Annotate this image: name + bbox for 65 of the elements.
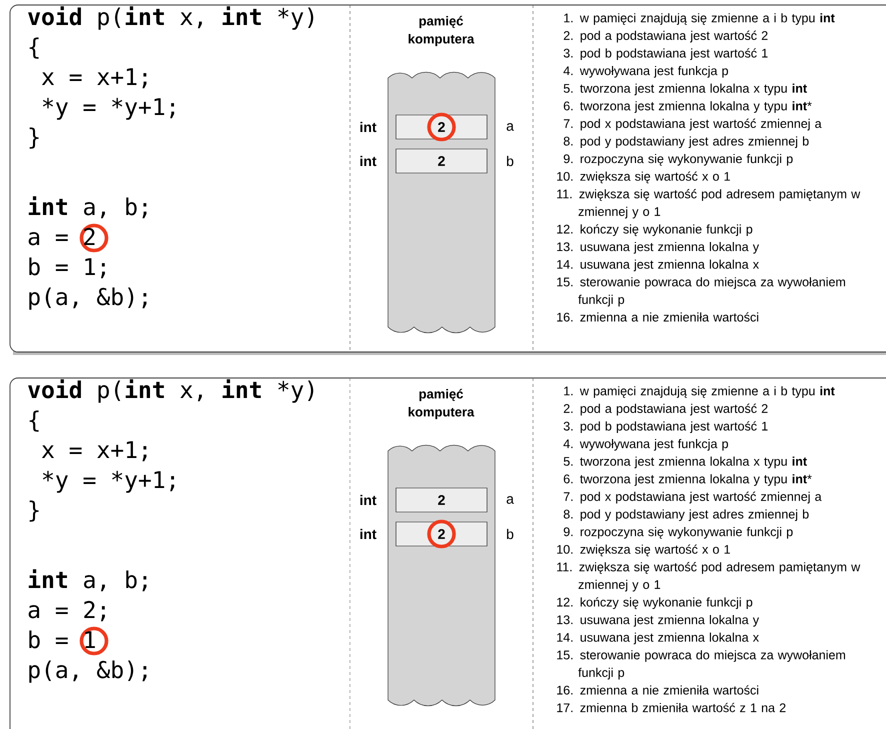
step-item: 6. tworzona jest zmienna lokalna y typu int* [564, 101, 812, 113]
code-line: int a, b; [28, 569, 146, 592]
step-item: 4. wywoływana jest funkcja p [564, 439, 728, 451]
step-item: 1. w pamięci znajdują się zmienne a i b typu int [564, 13, 835, 25]
step-item: 2. pod a podstawiana jest wartość 2 [564, 404, 768, 416]
step-item: 13. usuwana jest zmienna lokalna y [557, 242, 760, 254]
step-item: 7. pod x podstawiana jest wartość zmiennej a [564, 492, 822, 504]
step-item: 5. tworzona jest zmienna lokalna x typu int [564, 84, 807, 96]
step-item: 2. pod a podstawiana jest wartość 2 [564, 30, 768, 42]
memory-cell: 2 [396, 114, 488, 140]
step-item: 10. zwiększa się wartość x o 1 [557, 544, 730, 556]
code-line: *y = *y+1; [42, 470, 174, 493]
variable-name: a [506, 496, 514, 504]
step-item: 14. usuwana jest zmienna lokalna x [557, 260, 759, 272]
memory-cell: 2 [396, 488, 488, 512]
code-line: p(a, &b); [29, 288, 146, 310]
memory-cell: 2 [396, 522, 488, 546]
code-line: b = 1 [29, 630, 95, 648]
step-item: 17. zmienna b zmieniła wartość z 1 na 2 [557, 702, 786, 712]
step-item: 15. sterowanie powraca do miejsca za wywołaniem funkcji p [557, 650, 846, 680]
step-item: 7. pod x podstawiana jest wartość zmiennej a [564, 118, 822, 130]
step-item: 3. pod b podstawiana jest wartość 1 [564, 421, 768, 434]
step-item: 11. zwiększa się wartość pod adresem pamiętanym w zmiennej y o 1 [557, 189, 860, 218]
memory-title: pamięć komputera [408, 388, 474, 420]
step-item: 13. usuwana jest zmienna lokalna y [557, 615, 760, 627]
step-item: 5. tworzona jest zmienna lokalna x typu int [564, 456, 807, 468]
step-item: 11. zwiększa się wartość pod adresem pamiętanym w zmiennej y o 1 [557, 562, 860, 592]
step-item: 9. rozpoczyna się wykonywanie funkcji p [564, 154, 793, 166]
memory-title: pamięć komputera [408, 16, 474, 46]
step-item: 1. w pamięci znajdują się zmienne a i b typu int [564, 386, 835, 398]
step-item: 8. pod y podstawiany jest adres zmiennej b [564, 136, 809, 148]
code-line: } [30, 128, 39, 149]
type-label: int [360, 494, 376, 506]
step-item: 10. zwiększa się wartość x o 1 [557, 171, 730, 184]
variable-name: b [507, 156, 514, 166]
code-line: int a, b; [28, 196, 146, 218]
code-line: x = x+1; [42, 441, 146, 462]
memory-cell: 2 [396, 148, 488, 174]
code-line: b = 1; [29, 258, 105, 278]
code-line: } [30, 500, 39, 522]
step-item: 12. kończy się wykonanie funkcji p [557, 224, 752, 236]
step-item: 9. rozpoczyna się wykonywanie funkcji p [564, 527, 793, 539]
code-line: a = 2; [28, 600, 105, 622]
type-label: int [360, 156, 376, 166]
step-item: 8. pod y podstawiany jest adres zmiennej b [564, 509, 809, 522]
code-line: void p(int x, int *y) [28, 6, 314, 30]
code-line: a = 2 [28, 228, 94, 246]
code-line: p(a, &b); [29, 660, 146, 683]
step-item: 4. wywoływana jest funkcja p [564, 66, 728, 78]
code-line: { [30, 410, 39, 432]
code-line: x = x+1; [42, 68, 146, 88]
step-item: 16. zmienna a nie zmieniła wartości [557, 312, 758, 322]
step-item: 12. kończy się wykonanie funkcji p [557, 597, 752, 610]
code-line: void p(int x, int *y) [28, 379, 314, 403]
code-line: { [30, 38, 39, 59]
type-label: int [360, 528, 376, 540]
step-item: 3. pod b podstawiana jest wartość 1 [564, 48, 768, 60]
step-item: 6. tworzona jest zmienna lokalna y typu int* [564, 474, 812, 486]
type-label: int [360, 122, 376, 132]
step-item: 14. usuwana jest zmienna lokalna x [557, 632, 759, 644]
code-line: *y = *y+1; [42, 98, 174, 120]
step-item: 15. sterowanie powraca do miejsca za wywołaniem funkcji p [557, 277, 846, 306]
variable-name: b [507, 528, 514, 540]
variable-name: a [506, 123, 514, 131]
step-item: 16. zmienna a nie zmieniła wartości [557, 685, 758, 695]
